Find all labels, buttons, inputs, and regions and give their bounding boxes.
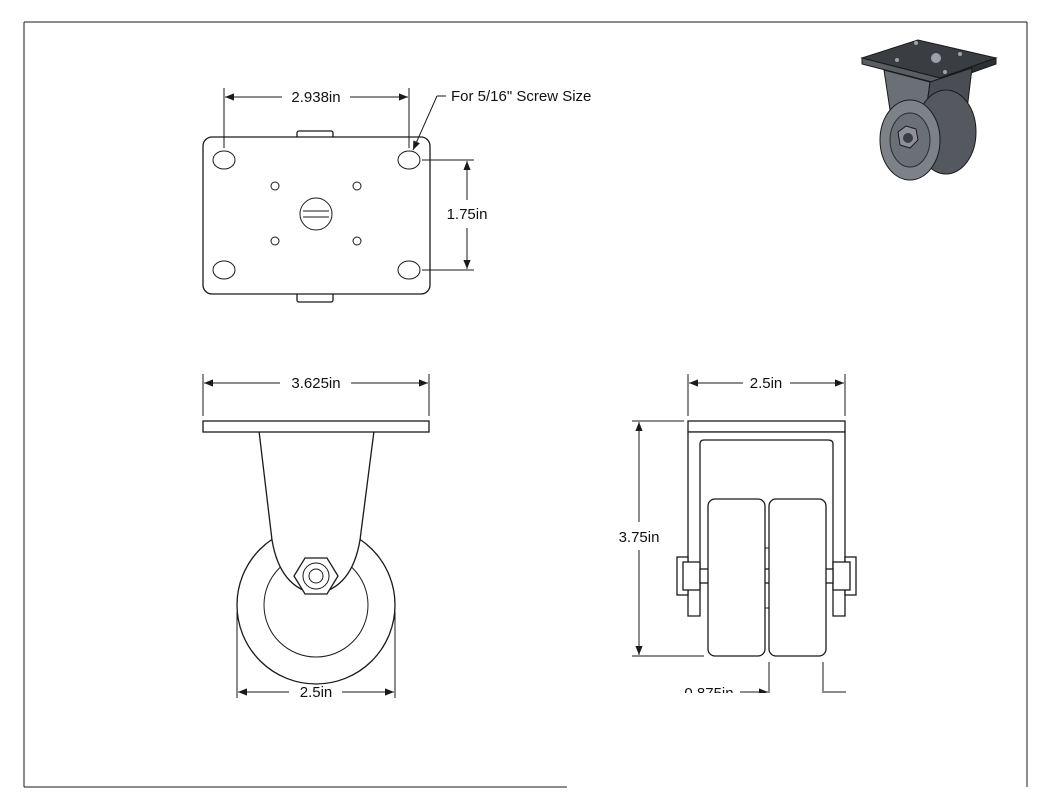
dim-label-bolt-spacing-x: 2.938in — [291, 89, 340, 106]
isometric-caster-image — [860, 39, 998, 181]
side-plate — [687, 420, 846, 433]
dim-label-plate-width: 3.625in — [291, 375, 340, 392]
mounting-holes — [212, 150, 421, 280]
dim-wheel-diameter: 2.5in — [236, 612, 396, 701]
dim-screw-note: For 5/16" Screw Size — [412, 88, 591, 151]
side-view — [676, 420, 857, 657]
dim-overall-height: 3.75in — [619, 420, 704, 657]
top-view — [202, 130, 431, 303]
wheel-left — [707, 498, 766, 657]
top-plate — [202, 136, 431, 295]
screw-size-note: For 5/16" Screw Size — [451, 88, 591, 105]
front-plate — [202, 420, 430, 433]
dim-offset: 0.875in — [684, 662, 846, 702]
dim-plate-width: 3.625in — [202, 374, 430, 416]
dim-label-overall-height: 3.75in — [619, 529, 660, 546]
dim-plate-length: 2.5in — [687, 374, 846, 416]
sheet-border — [23, 21, 1028, 788]
dim-label-wheel-diameter: 2.5in — [300, 684, 333, 701]
wheel-right — [768, 498, 827, 657]
front-view — [202, 420, 430, 685]
dim-bolt-spacing-x: 2.938in — [223, 88, 410, 148]
dim-label-bolt-spacing-y: 1.75in — [447, 206, 488, 223]
dim-label-offset: 0.875in — [684, 685, 733, 702]
dim-bolt-spacing-y: 1.75in — [422, 159, 488, 271]
axle-nut — [293, 557, 339, 595]
dim-label-plate-length: 2.5in — [750, 375, 783, 392]
